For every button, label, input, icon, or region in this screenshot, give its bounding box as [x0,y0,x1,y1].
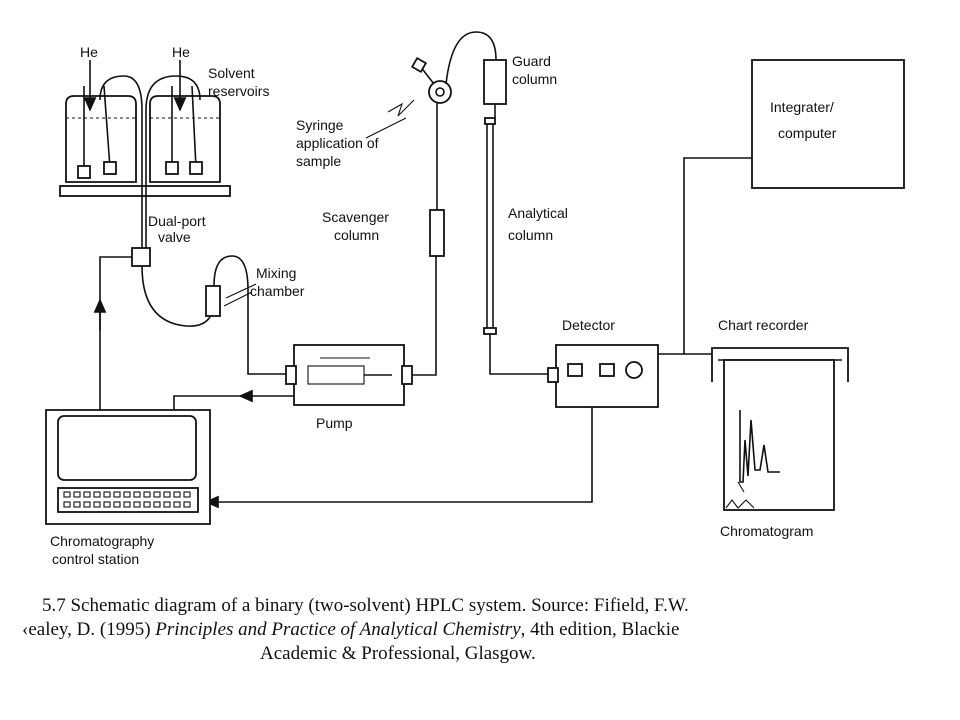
label-detector: Detector [562,317,615,333]
label-guard-column: column [512,71,557,87]
dual-port-valve [131,247,151,267]
label-valve: valve [158,229,191,245]
label-he-right: He [172,44,190,60]
label-reservoirs: reservoirs [208,83,269,99]
label-pump: Pump [316,415,353,431]
label-he-left: He [80,44,98,60]
label-analytical-column: column [508,227,553,243]
integrator-computer [751,59,905,189]
detector [547,344,659,408]
label-chart-recorder: Chart recorder [718,317,809,333]
label-chromatogram: Chromatogram [720,523,813,539]
pump [285,344,413,406]
label-syringe: Syringe [296,117,344,133]
label-chamber: chamber [250,283,305,299]
label-integrater: Integrater/ [770,99,834,115]
caption-book-title: Principles and Practice of Analytical Ch… [155,619,521,640]
label-application-of: application of [296,135,379,151]
label-chromatography: Chromatography [50,533,154,549]
caption-line-1:  5.7 Schematic diagram of a binary (two… [22,595,689,616]
chromatography-control-station [45,409,211,525]
label-scavenger-column: column [334,227,379,243]
label-solvent: Solvent [208,65,255,81]
label-guard: Guard [512,53,551,69]
label-scavenger: Scavenger [322,209,389,225]
label-sample: sample [296,153,341,169]
syringe-injector [387,56,452,117]
mixing-chamber [205,285,221,317]
label-control-station: control station [52,551,139,567]
chart-recorder [711,347,849,511]
hplc-schematic: He He Solvent reservoirs Dual-port valve… [45,31,905,567]
caption-line-2: ‹ealey, D. (1995) Principles and Practic… [22,618,679,642]
solvent-reservoirs [59,60,231,250]
label-mixing: Mixing [256,265,296,281]
label-analytical: Analytical [508,205,568,221]
caption-line-2-start: ‹ealey, D. (1995) [22,619,156,640]
scavenger-column [429,209,445,257]
chromatogram-trace [739,410,780,483]
caption-line-2-end: , 4th edition, Blackie [520,619,680,640]
analytical-column [483,117,497,335]
caption-line-3: Academic & Professional, Glasgow. [260,643,536,664]
label-dual-port: Dual-port [148,213,206,229]
guard-column [483,59,507,105]
label-computer: computer [778,125,837,141]
